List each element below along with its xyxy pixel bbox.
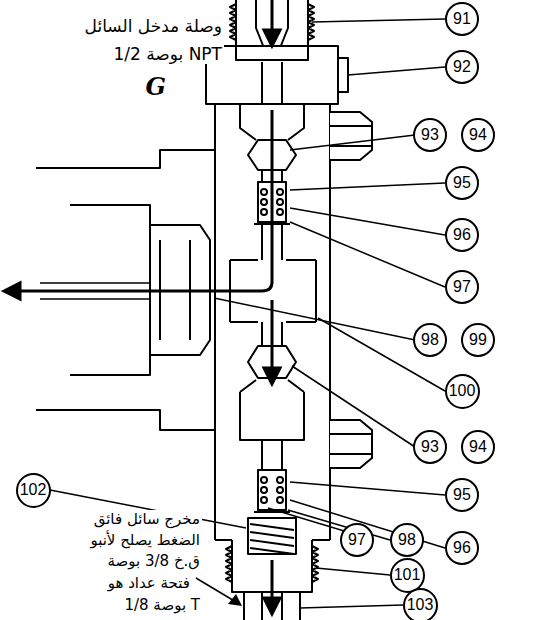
callout-number: 92 [453,58,471,76]
callout-circle: 103 [403,588,438,620]
callout-number: 95 [453,174,471,192]
callout-number: 100 [449,382,476,400]
callout-number: 93 [421,438,439,456]
callout-circle: 95 [445,478,479,512]
callout-number: 98 [398,531,416,549]
callout-circle: 98 [413,323,447,357]
callout-number: 94 [469,126,487,144]
callout-number: 91 [453,10,471,28]
callout-circle: 94 [461,118,495,152]
port-label: فتحة عداد هو [106,574,192,592]
callout-circle: 94 [461,430,495,464]
callout-circle: 96 [445,218,479,252]
port-label: الضغط يصلح لأنبو [88,531,202,549]
callout-circle: 97 [340,523,374,557]
callout-number: 94 [469,438,487,456]
callout-number: 98 [421,331,439,349]
port-letter: G [144,72,169,101]
port-label: مخرج سائل فائق [92,510,202,528]
callout-circle: 98 [390,523,424,557]
callout-number: 96 [453,539,471,557]
callout-number: 97 [453,278,471,296]
callout-circle: 100 [445,374,480,409]
callout-circle: 93 [413,118,447,152]
port-label: ق.خ 3/8 بوصة [106,552,202,570]
callout-number: 99 [469,331,487,349]
callout-circle: 97 [445,270,479,304]
callout-circle: 92 [445,50,479,84]
callout-number: 95 [453,486,471,504]
port-label: 1/8 بوصة T [122,596,202,614]
callout-circle: 99 [461,323,495,357]
port-label: وصلة مدخل السائل [83,16,224,36]
port-label: 1/2 بوصة NPT [111,44,224,64]
callout-circle: 102 [16,473,51,508]
callout-number: 101 [394,566,421,584]
callout-circle: 93 [413,430,447,464]
callout-number: 96 [453,226,471,244]
callout-circle: 96 [445,531,479,565]
callout-number: 97 [348,531,366,549]
callout-circle: 95 [445,166,479,200]
callout-circle: 91 [445,2,479,36]
callout-number: 102 [20,481,47,499]
callout-number: 103 [407,596,434,614]
callout-number: 93 [421,126,439,144]
